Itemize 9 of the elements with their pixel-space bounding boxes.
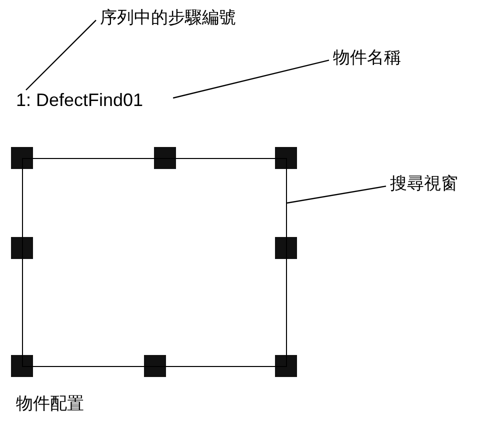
callout-text: 物件名稱 <box>333 48 401 68</box>
leader-line <box>26 20 96 90</box>
callout-text: 序列中的步驟編號 <box>100 8 236 28</box>
callout-text: 搜尋視窗 <box>390 174 458 194</box>
leader-line <box>172 60 330 99</box>
leader-line <box>286 186 386 204</box>
search-window-box <box>22 158 287 367</box>
object-label: 1: DefectFind01 <box>16 90 144 112</box>
caption: 物件配置 <box>16 393 84 415</box>
